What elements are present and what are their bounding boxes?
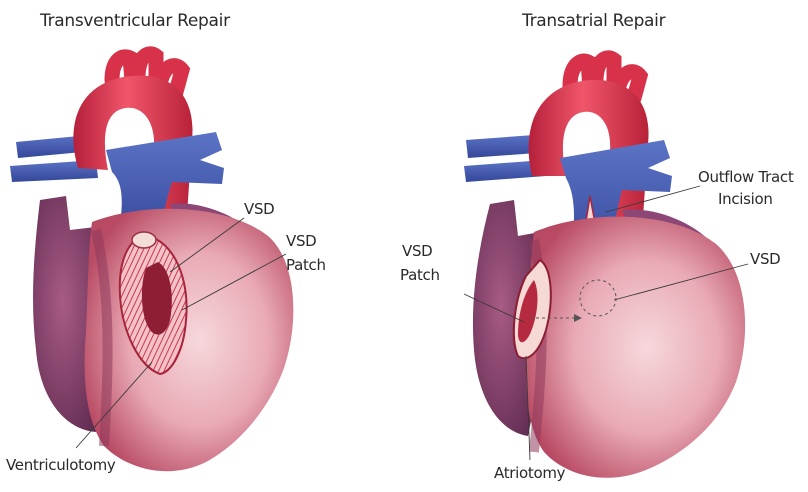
right-vsd-label: VSD — [750, 250, 780, 268]
atriotomy-label: Atriotomy — [494, 464, 566, 482]
left-vsd-label: VSD — [244, 200, 274, 218]
outflow-label-line2: Incision — [718, 190, 773, 208]
right-panel-title: Transatrial Repair — [521, 11, 666, 31]
left-patch-label-line2: Patch — [286, 256, 326, 274]
transatrial-heart — [464, 58, 745, 478]
pulmonary-valve — [132, 232, 156, 248]
outflow-label-line1: Outflow Tract — [698, 168, 794, 186]
transventricular-heart — [10, 54, 293, 471]
ventricles-right — [526, 217, 745, 478]
ventriculotomy-label: Ventriculotomy — [6, 456, 116, 474]
right-patch-label-line1: VSD — [402, 242, 432, 260]
ventricles — [85, 209, 294, 471]
left-panel-title: Transventricular Repair — [39, 11, 230, 31]
right-patch-label-line2: Patch — [400, 266, 440, 284]
left-patch-label-line1: VSD — [286, 232, 316, 250]
